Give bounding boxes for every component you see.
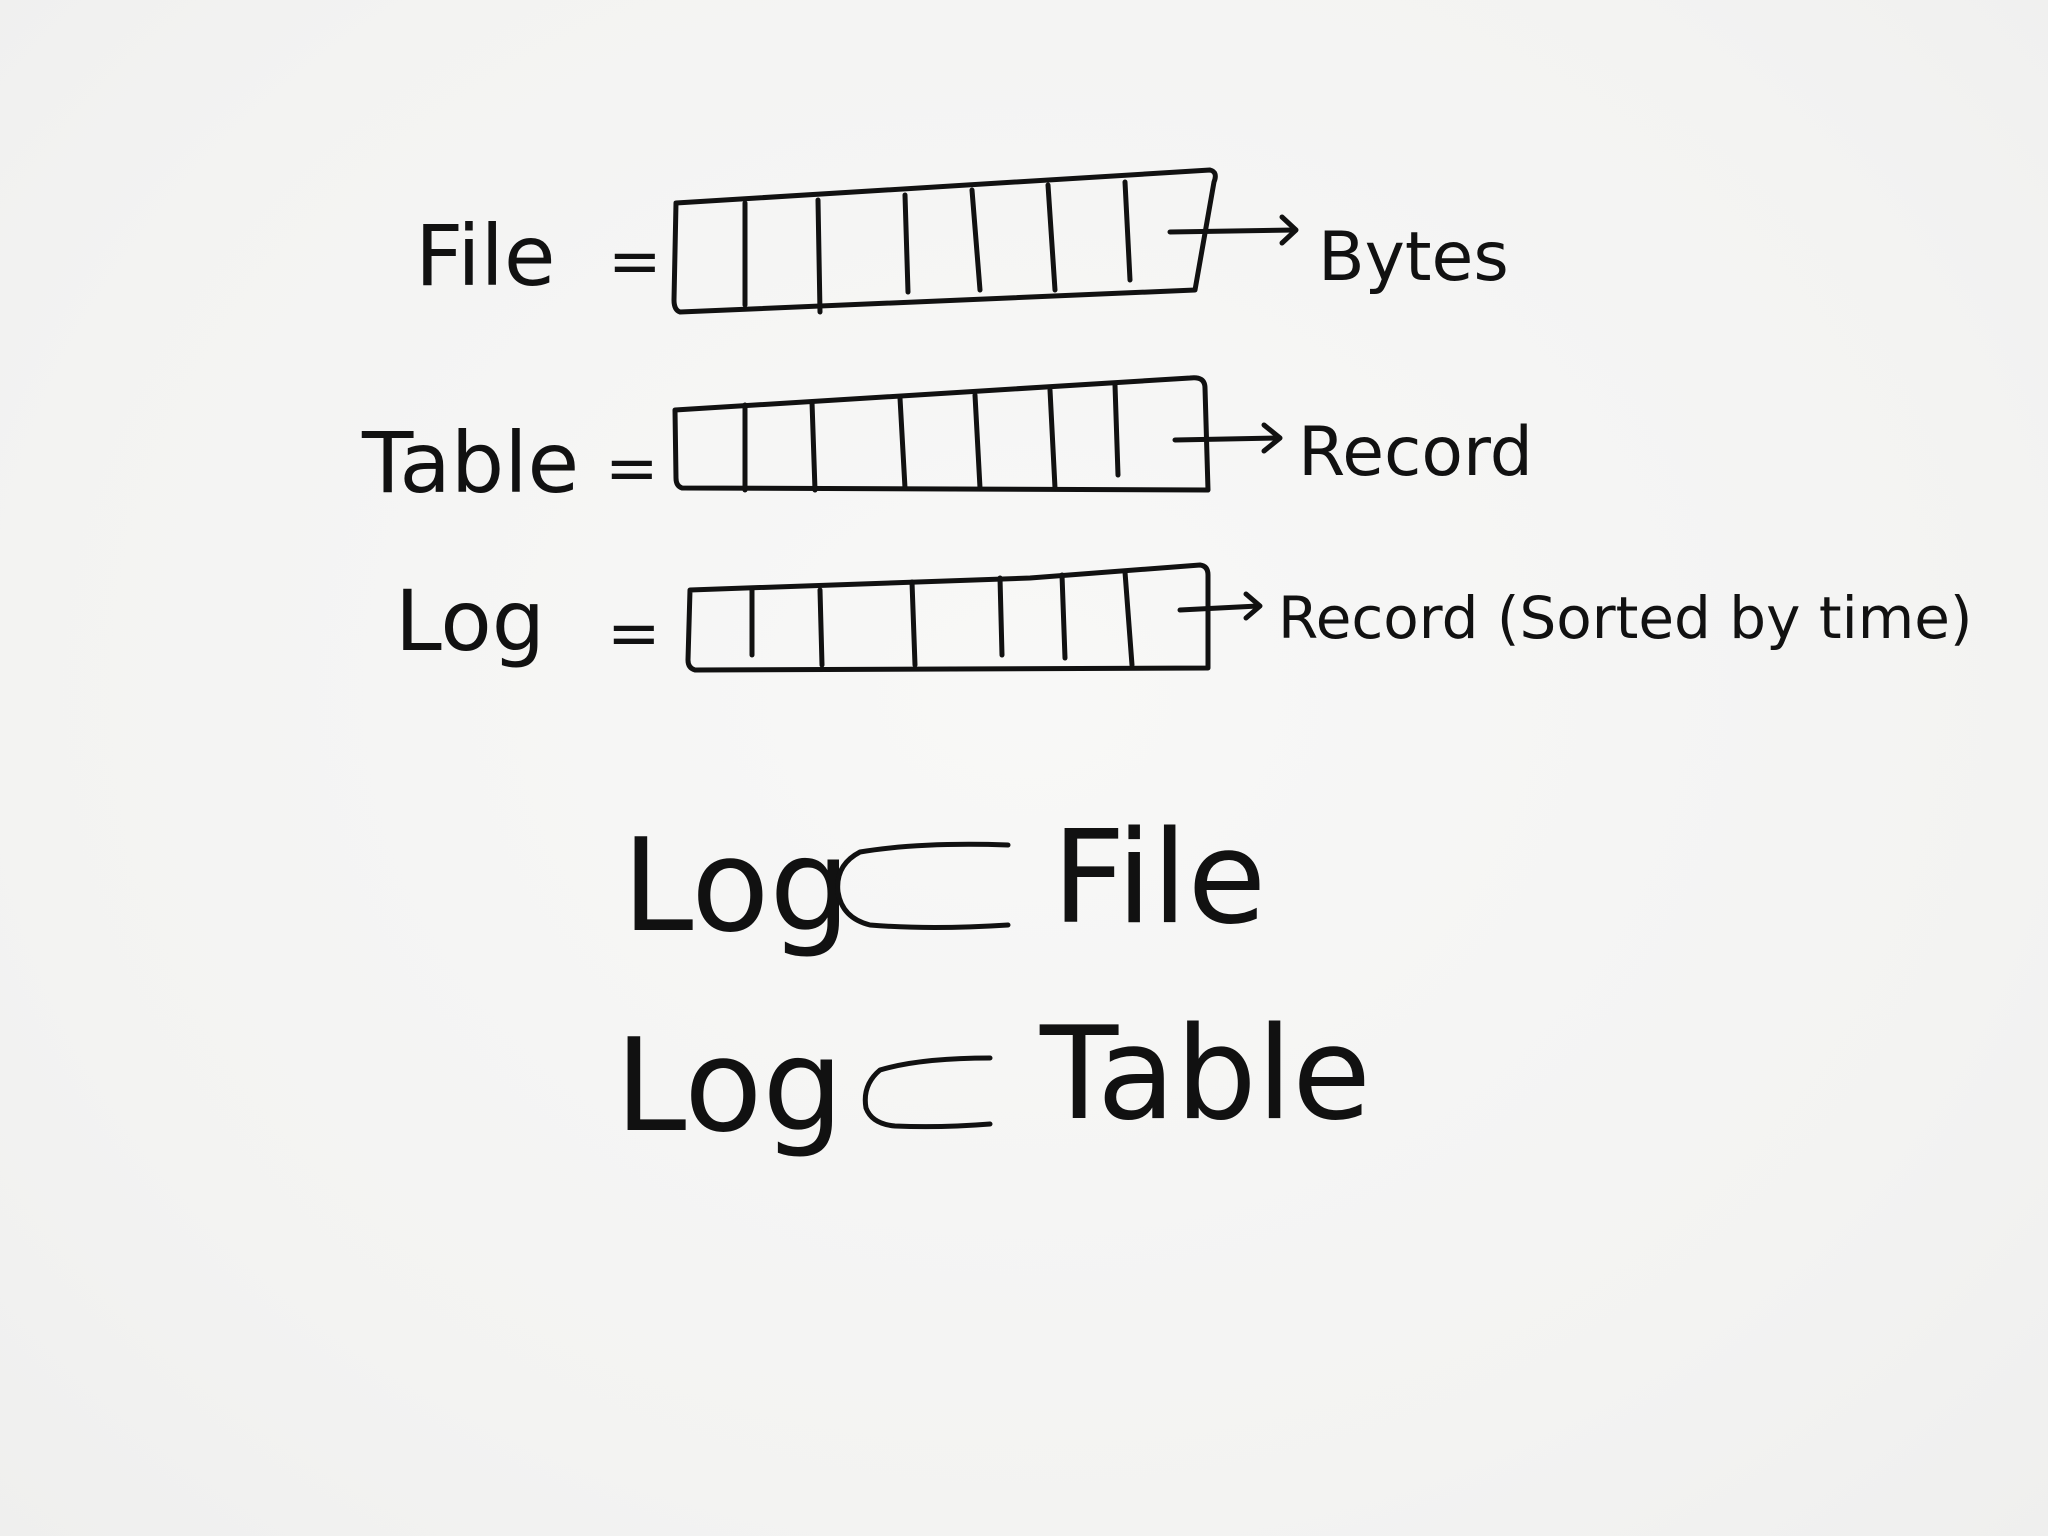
row-table: Table = Record <box>361 375 1533 512</box>
row-table-target: Record <box>1298 413 1533 492</box>
row-file-cell-divider <box>1122 179 1133 283</box>
row-log-cell-divider <box>817 587 825 668</box>
relation-2-right: Table <box>1039 1000 1371 1149</box>
relation-log-subset-table: Log Table <box>615 1000 1371 1161</box>
row-log-arrow <box>1177 591 1263 621</box>
row-file-arrow <box>1167 214 1299 246</box>
subset-symbol <box>862 1055 993 1130</box>
relation-2-left: Log <box>615 1012 844 1161</box>
row-file-cell-divider <box>902 192 911 295</box>
row-log-cell-divider <box>997 575 1005 658</box>
row-table-cell-divider <box>1047 387 1058 491</box>
relation-1-left: Log <box>622 812 851 961</box>
row-table-cell-divider <box>897 395 908 491</box>
row-log-cell-divider <box>909 579 918 668</box>
row-table-cell-divider <box>972 392 983 491</box>
row-log-arrow-line <box>1177 603 1261 613</box>
subset-symbol <box>835 841 1011 930</box>
row-log-equals: = <box>607 597 661 671</box>
row-log-array <box>685 562 1211 673</box>
row-table-arrow <box>1172 422 1283 454</box>
row-log-cell-divider <box>1059 572 1068 661</box>
row-file-array-outline <box>671 167 1218 315</box>
row-log-target: Record (Sorted by time) <box>1278 584 1973 652</box>
row-log: Log = Record (Sorted by time) <box>395 562 1973 673</box>
row-log-arrow-head <box>1243 591 1263 621</box>
row-file-arrow-head <box>1279 214 1299 246</box>
row-table-cell-divider <box>809 399 818 493</box>
relation-1-right: File <box>1052 804 1266 953</box>
row-file-equals: = <box>608 225 662 299</box>
row-log-label: Log <box>395 572 545 670</box>
row-table-array <box>672 375 1211 493</box>
row-file-target: Bytes <box>1318 218 1509 297</box>
row-file-cell-divider <box>969 187 983 293</box>
row-file-cell-divider <box>1045 182 1058 293</box>
row-log-array-outline <box>685 562 1211 673</box>
row-file-cell-divider <box>815 197 823 315</box>
row-log-cell-divider <box>1122 569 1135 668</box>
row-table-arrow-head <box>1261 422 1283 454</box>
row-file-arrow-line <box>1167 227 1298 235</box>
row-table-arrow-line <box>1172 435 1281 443</box>
row-file: File = Bytes <box>415 167 1509 315</box>
row-file-array <box>671 167 1218 315</box>
row-table-array-outline <box>672 375 1211 493</box>
row-table-equals: = <box>605 432 659 506</box>
row-table-cell-divider <box>1112 382 1121 478</box>
row-table-label: Table <box>361 414 579 512</box>
row-file-label: File <box>415 207 556 305</box>
relation-log-subset-file: Log File <box>622 804 1266 961</box>
